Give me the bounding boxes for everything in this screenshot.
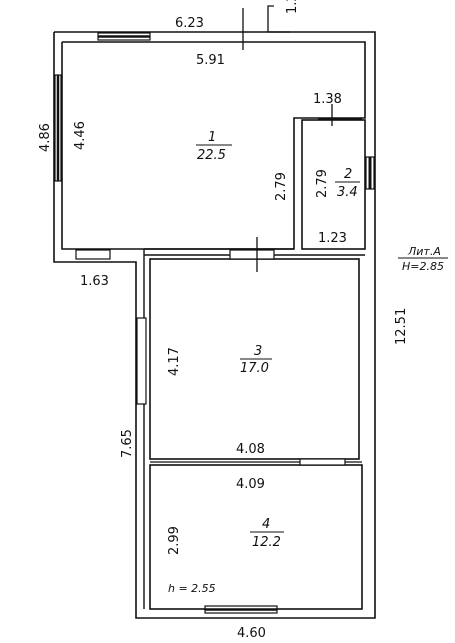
room-label-1: 1 22.5 [196, 130, 232, 163]
room-number: 4 [262, 517, 270, 532]
dim-room4-height: 2.99 [167, 526, 182, 555]
window [136, 317, 147, 405]
room-label-4: 4 12.2 [250, 517, 284, 550]
room-label-2: 2 3.4 [335, 167, 360, 200]
window [229, 249, 275, 260]
room-height: h = 2.55 [168, 582, 216, 595]
dim-room2-width: 1.38 [313, 92, 342, 107]
room-number: 3 [254, 344, 262, 359]
dim-room2-height: 2.79 [315, 169, 330, 198]
building-height: H=2.85 [402, 260, 444, 273]
dim-room2-bottom: 1.23 [318, 231, 347, 246]
outer-wall [53, 31, 376, 619]
room-area: 17.0 [240, 361, 269, 376]
dim-top-inner: 5.91 [196, 53, 225, 68]
dim-right-total: 12.51 [394, 308, 409, 345]
windows [54, 32, 375, 614]
window [75, 249, 111, 260]
dim-corner-cut: 1.2 [285, 0, 300, 14]
building-label: Лит.А H=2.85 [398, 245, 448, 273]
building-name: Лит.А [407, 245, 441, 258]
dim-room4-width: 4.09 [236, 477, 265, 492]
room-number: 2 [344, 167, 352, 182]
room-label-3: 3 17.0 [240, 344, 272, 376]
room-number: 1 [208, 130, 216, 145]
dim-room1-partition: 2.79 [274, 172, 289, 201]
room-area: 3.4 [337, 185, 358, 200]
door [299, 458, 346, 466]
dim-top-outer: 6.23 [175, 16, 204, 31]
dim-room3-width: 4.08 [236, 442, 265, 457]
room-area: 22.5 [197, 148, 226, 163]
dim-room3-height: 4.17 [167, 347, 182, 376]
dim-left-inner-top: 4.46 [73, 121, 88, 150]
dim-bottom-outer: 4.60 [237, 626, 266, 641]
dim-step-width: 1.63 [80, 274, 109, 289]
top-marks [242, 5, 290, 50]
dim-left-lower: 7.65 [120, 429, 135, 458]
room1-walls [61, 41, 366, 250]
room-area: 12.2 [252, 535, 281, 550]
dim-left-outer-top: 4.86 [38, 123, 53, 152]
